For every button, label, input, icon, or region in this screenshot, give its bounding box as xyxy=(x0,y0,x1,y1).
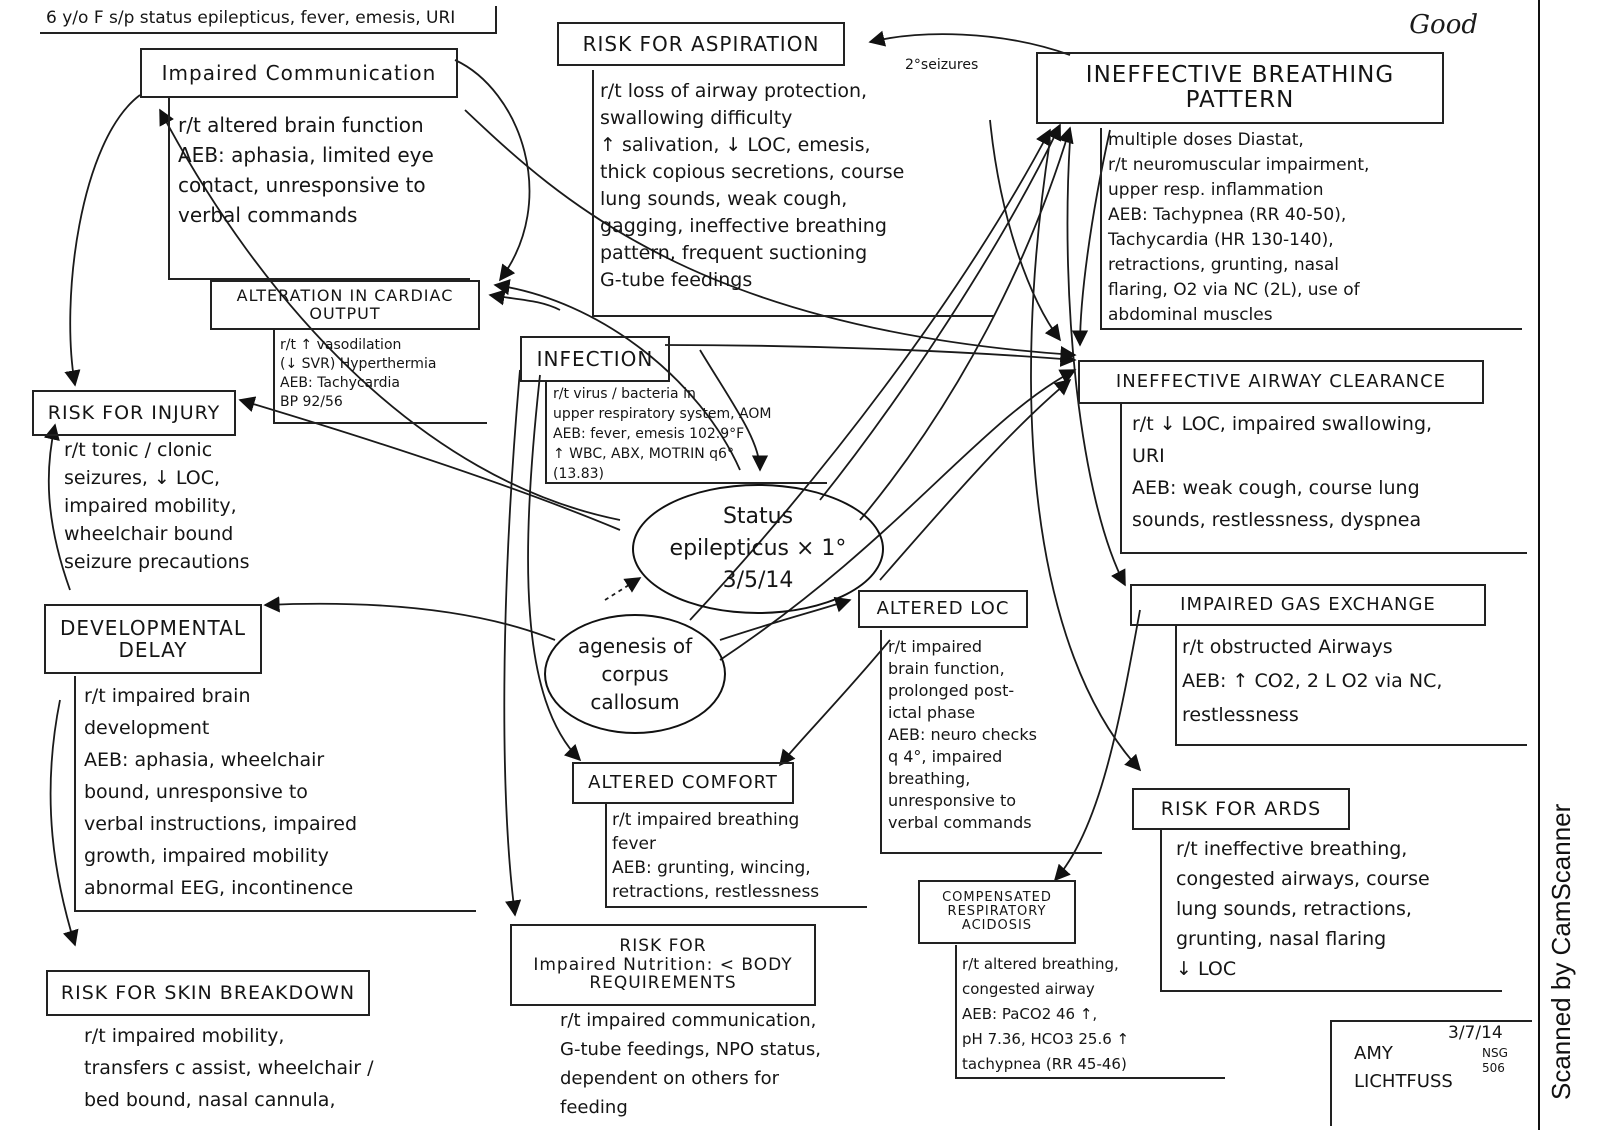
signature-name: AMY LICHTFUSS xyxy=(1354,1043,1453,1092)
page-right-border xyxy=(1538,0,1540,1130)
node-infection-bracket xyxy=(545,382,827,484)
node-risk-aspiration-title: RISK FOR ASPIRATION xyxy=(557,22,845,66)
node-airway-clearance-bracket xyxy=(1120,404,1527,554)
node-risk-aspiration-bracket xyxy=(592,70,994,317)
case-header: 6 y/o F s/p status epilepticus, fever, e… xyxy=(40,6,498,34)
node-infection-body: r/t virus / bacteria in upper respirator… xyxy=(553,386,772,482)
node-skin-breakdown-title: RISK FOR SKIN BREAKDOWN xyxy=(46,970,370,1016)
signature-date: 3/7/14 xyxy=(1448,1023,1503,1043)
node-airway-clearance-body: r/t ↓ LOC, impaired swallowing, URI AEB:… xyxy=(1132,413,1433,531)
node-resp-acidosis-body: r/t altered breathing, congested airway … xyxy=(962,955,1130,1073)
node-risk-injury-body: r/t tonic / clonic seizures, ↓ LOC, impa… xyxy=(64,439,250,573)
node-gas-exchange-bracket xyxy=(1175,626,1527,746)
node-altered-comfort-body: r/t impaired breathing fever AEB: grunti… xyxy=(612,810,820,902)
node-nutrition-title: RISK FOR Impaired Nutrition: < BODY REQU… xyxy=(510,924,816,1006)
node-altered-comfort-title: ALTERED COMFORT xyxy=(572,762,794,804)
node-ineffective-breathing-bracket xyxy=(1100,128,1522,330)
node-infection-title: INFECTION xyxy=(520,336,670,382)
signature-course: NSG 506 xyxy=(1482,1046,1508,1075)
node-impaired-communication-title: Impaired Communication xyxy=(140,48,458,98)
node-impaired-communication-body: r/t altered brain function AEB: aphasia,… xyxy=(178,113,434,227)
node-risk-ards-bracket xyxy=(1160,830,1502,992)
node-risk-aspiration-body: r/t loss of airway protection, swallowin… xyxy=(600,80,905,291)
case-summary: 6 y/o F s/p status epilepticus, fever, e… xyxy=(46,8,456,28)
node-resp-acidosis-bracket xyxy=(955,945,1225,1079)
node-ineffective-breathing-title: INEFFECTIVE BREATHING PATTERN xyxy=(1036,52,1444,124)
scanner-watermark: Scanned by CamScanner xyxy=(1546,803,1576,1100)
node-nutrition-body: r/t impaired communication, G-tube feedi… xyxy=(560,1010,821,1118)
node-resp-acidosis-title: COMPENSATED RESPIRATORY ACIDOSIS xyxy=(918,880,1076,944)
grade-mark: Good xyxy=(1409,10,1478,40)
node-risk-ards-title: RISK FOR ARDS xyxy=(1132,788,1350,830)
node-airway-clearance-title: INEFFECTIVE AIRWAY CLEARANCE xyxy=(1078,360,1484,404)
signature-box: AMY LICHTFUSS 3/7/14 NSG 506 xyxy=(1330,1020,1532,1126)
node-ineffective-breathing-body: multiple doses Diastat, r/t neuromuscula… xyxy=(1108,130,1370,325)
node-risk-aspiration-note: 2°seizures xyxy=(905,57,979,73)
node-developmental-delay-body: r/t impaired brain development AEB: apha… xyxy=(84,685,358,899)
node-skin-breakdown-body: r/t impaired mobility, transfers c assis… xyxy=(84,1025,374,1111)
center-status-epilepticus: Status epilepticus × 1° 3/5/14 xyxy=(632,484,884,614)
node-risk-injury-title: RISK FOR INJURY xyxy=(32,390,236,436)
center-agenesis-corpus-callosum: agenesis of corpus callosum xyxy=(544,614,726,734)
node-altered-loc-bracket xyxy=(880,630,1102,854)
node-impaired-communication-bracket xyxy=(168,98,470,280)
node-risk-ards-body: r/t ineffective breathing, congested air… xyxy=(1176,838,1430,980)
node-altered-loc-title: ALTERED LOC xyxy=(858,590,1028,628)
node-gas-exchange-body: r/t obstructed Airways AEB: ↑ CO2, 2 L O… xyxy=(1182,636,1443,726)
node-cardiac-output-title: ALTERATION IN CARDIAC OUTPUT xyxy=(210,280,480,330)
node-cardiac-output-body: r/t ↑ vasodilation (↓ SVR) Hyperthermia … xyxy=(280,337,437,410)
node-altered-comfort-bracket xyxy=(605,804,867,908)
node-altered-loc-body: r/t impaired brain function, prolonged p… xyxy=(888,637,1037,832)
node-developmental-delay-title: DEVELOPMENTAL DELAY xyxy=(44,604,262,674)
node-cardiac-output-bracket xyxy=(273,330,487,424)
node-developmental-delay-bracket xyxy=(74,676,476,912)
node-gas-exchange-title: IMPAIRED GAS EXCHANGE xyxy=(1130,584,1486,626)
